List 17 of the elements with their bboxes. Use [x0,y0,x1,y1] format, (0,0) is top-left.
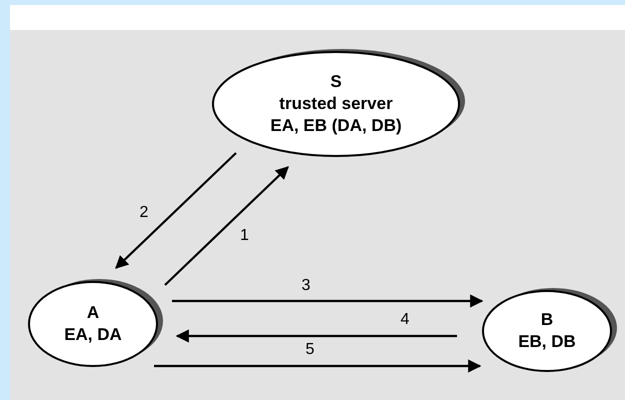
arrow [164,166,289,286]
node-title: S [330,70,342,93]
edge-label: 1 [240,228,249,244]
arrow [154,359,482,373]
edge-label: 2 [140,204,148,220]
arrow [176,329,457,343]
edge-label: 3 [302,278,310,294]
node-title: A [86,302,100,324]
node-text: EA, DA [64,324,122,346]
edge-label: 4 [400,312,410,328]
arrow [172,294,484,308]
arrow [115,152,237,269]
node-text: trusted server [279,92,393,115]
node-text: EB, DB [518,331,576,353]
node-text: EA, EB (DA, DB) [270,115,402,138]
node-title: B [540,308,554,331]
edge-label: 5 [306,342,314,358]
